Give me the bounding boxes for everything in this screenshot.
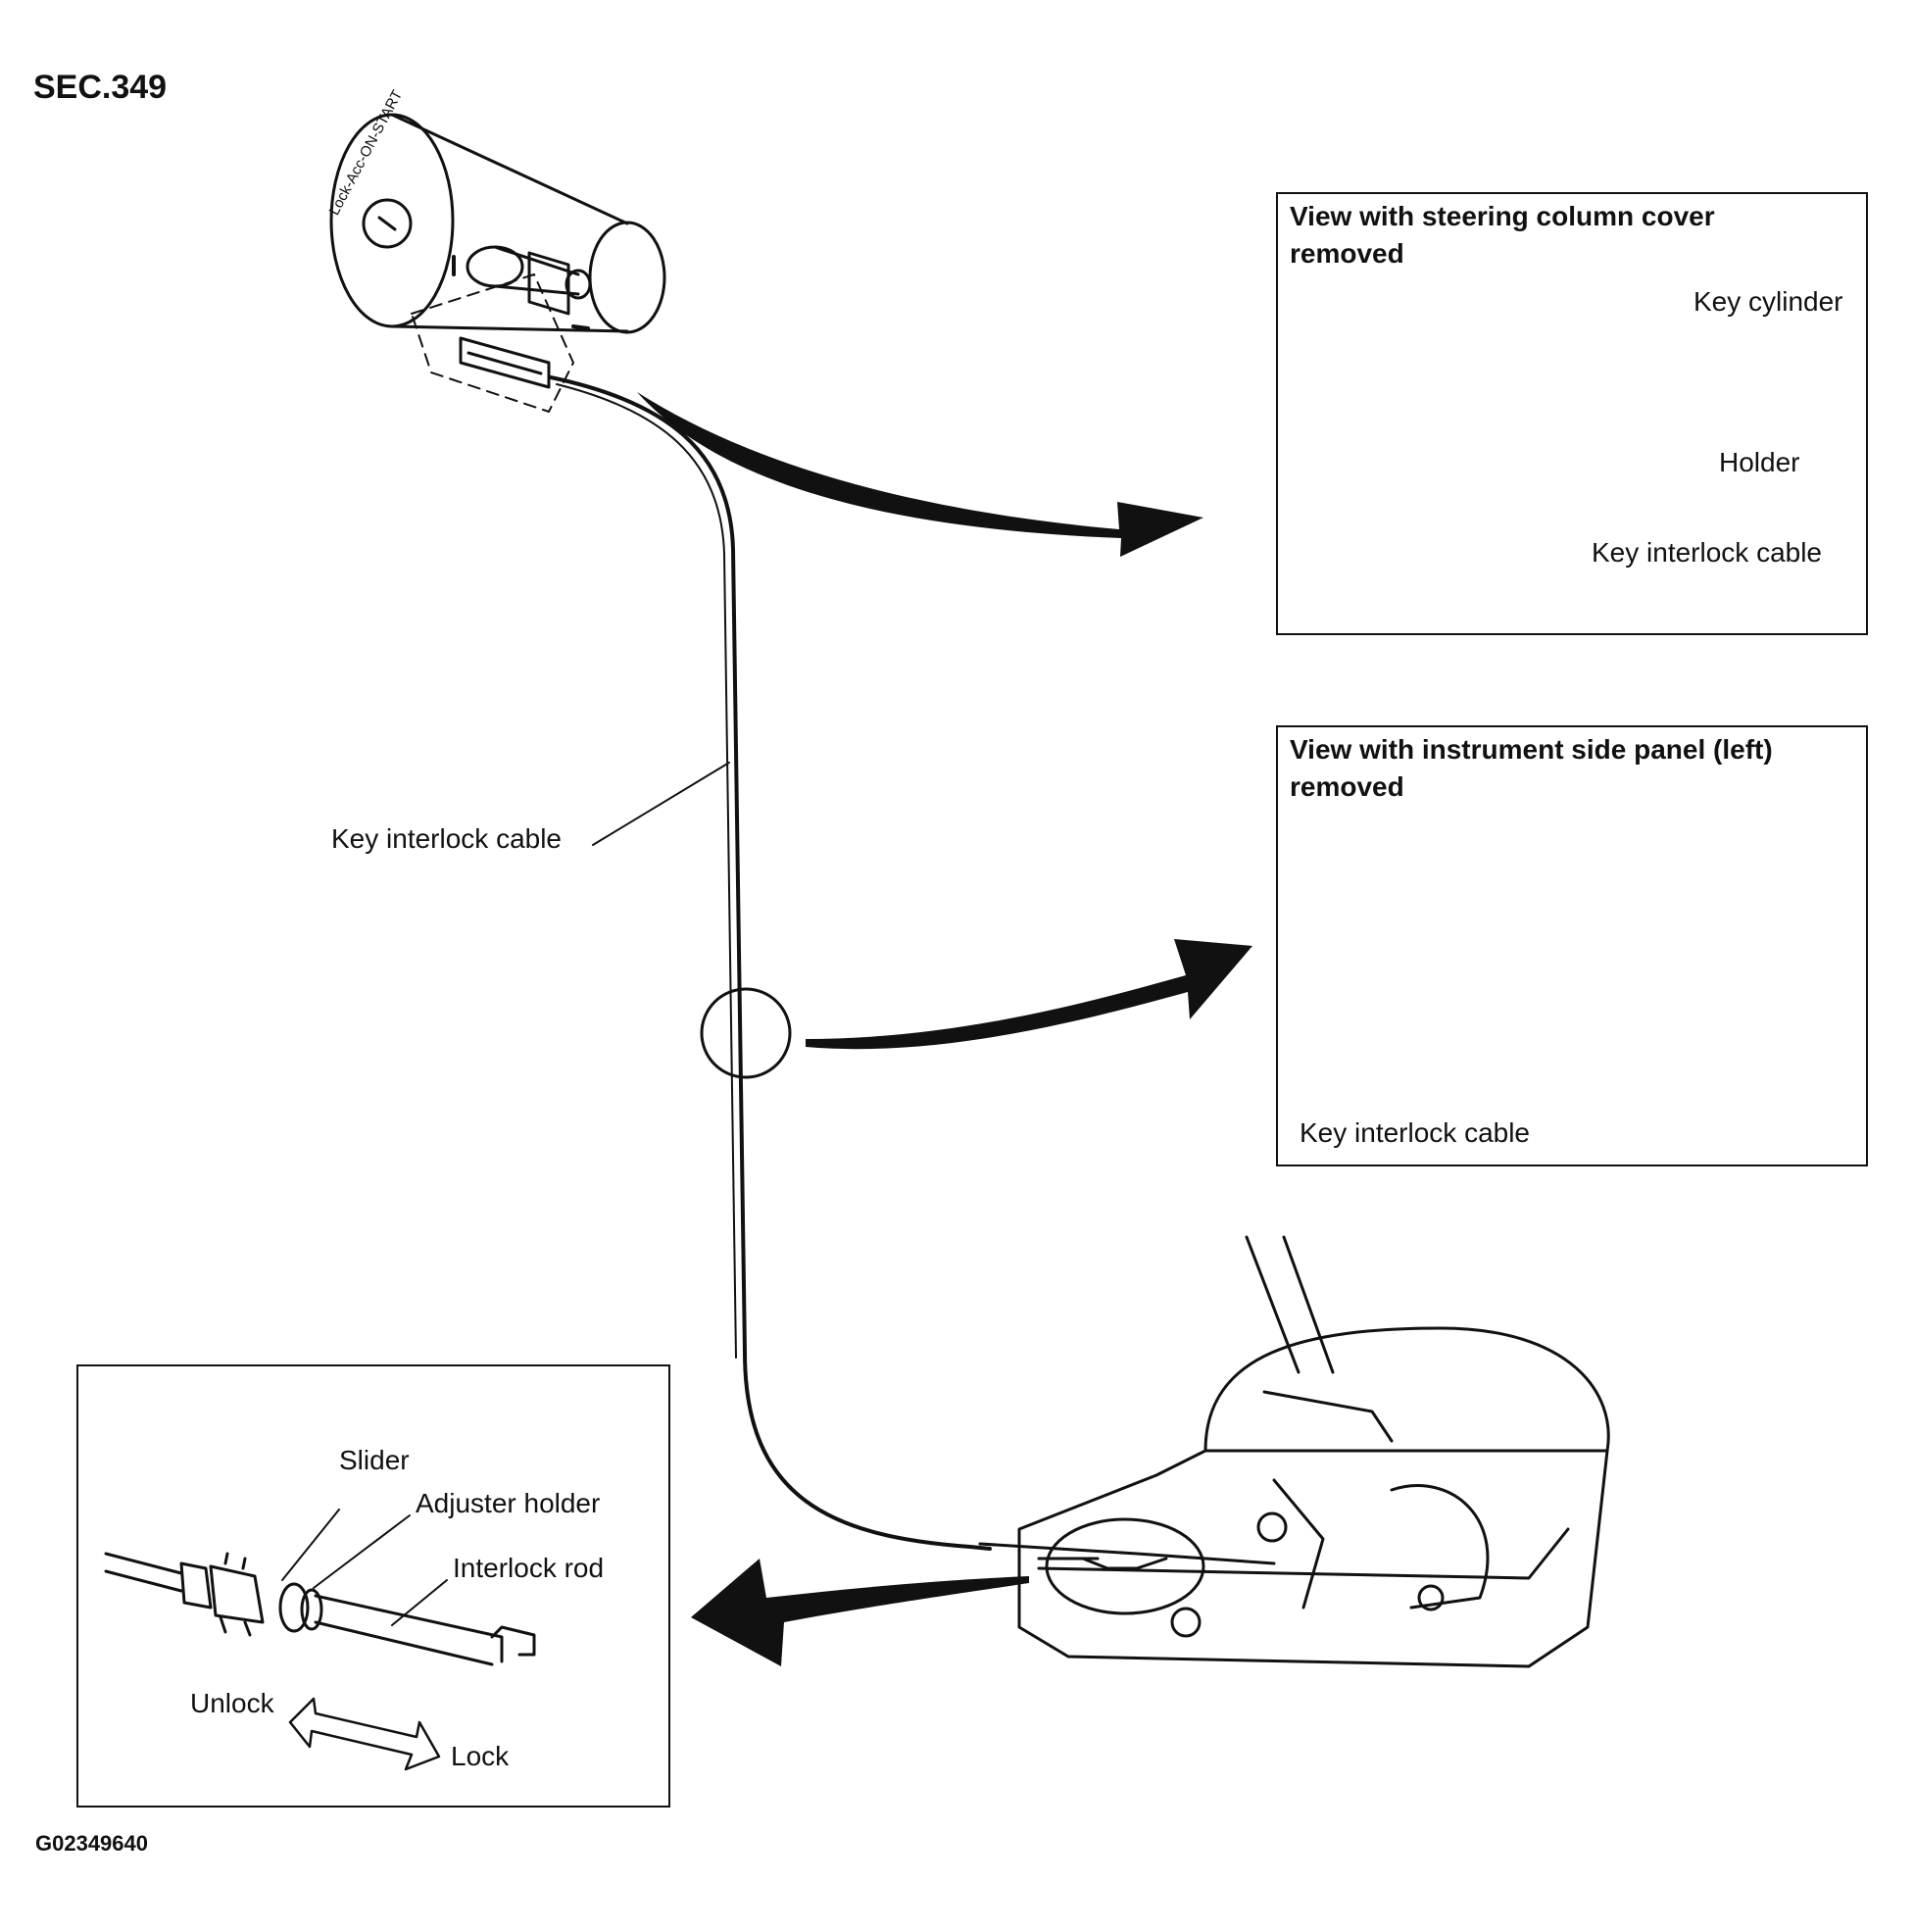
slider-label: Slider [339, 1445, 410, 1475]
adjuster-detail-ellipse [1045, 1517, 1205, 1615]
main-cable-label: Key interlock cable [331, 823, 563, 854]
adjuster-detail-drawing [104, 1509, 536, 1771]
lock-label: Lock [451, 1741, 510, 1771]
section-number: SEC.349 [33, 69, 168, 106]
key-cylinder-label: Key cylinder [1693, 286, 1843, 317]
inset-title: View with steering column cover removed [1290, 201, 1715, 269]
arrow-to-steering-inset [637, 392, 1203, 557]
steering-column-inset: View with steering column cover removed [1276, 192, 1868, 635]
key-interlock-cable-line [549, 375, 992, 1551]
unlock-label: Unlock [190, 1688, 274, 1718]
adjuster-holder-label: Adjuster holder [416, 1488, 601, 1518]
steering-inset-cable-label: Key interlock cable [1592, 537, 1823, 568]
side-panel-inset: View with instrument side panel (left) r… [1276, 725, 1868, 1166]
adjuster-inset [76, 1364, 670, 1808]
panel-inset-cable-label: Key interlock cable [1300, 1117, 1531, 1148]
arrow-to-adjuster-inset [691, 1559, 1029, 1666]
cable-detail-circle [700, 987, 792, 1079]
inset-title: View with instrument side panel (left) r… [1290, 734, 1773, 802]
shifter-assembly-drawing [978, 1235, 1610, 1668]
figure-code: G02349640 [35, 1831, 148, 1856]
interlock-rod-label: Interlock rod [453, 1553, 605, 1583]
key-cylinder-drawing [329, 113, 666, 413]
holder-label: Holder [1719, 447, 1800, 477]
arrow-to-panel-inset [806, 939, 1252, 1050]
